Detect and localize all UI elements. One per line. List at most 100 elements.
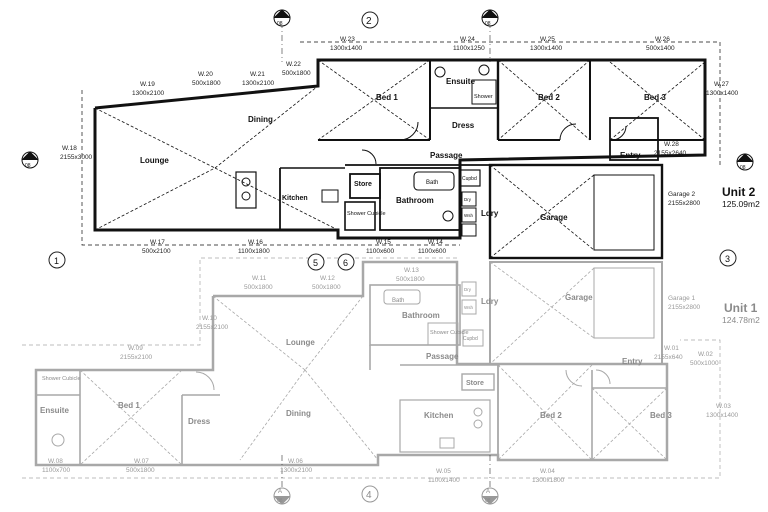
room-label: Shower Cubicle <box>430 330 469 336</box>
unit-2-roof-diagonal <box>214 167 339 231</box>
room-label: Wsh <box>464 213 473 218</box>
unit-2-laundry-dry <box>461 191 477 207</box>
grid-marker-label-3: 3 <box>725 254 730 264</box>
section-marker-sheet: 08 <box>485 498 491 504</box>
section-marker-letter: A <box>486 13 490 19</box>
unit-2-plan <box>81 41 721 260</box>
unit-2-area: 125.09m2 <box>722 199 760 209</box>
room-label: Bed 1 <box>118 401 140 410</box>
window-size: 1300x1400 <box>530 45 563 52</box>
unit-2-dimension-line <box>300 41 721 165</box>
window-id: W.15 <box>376 239 391 246</box>
window-size: 500x1800 <box>126 467 155 474</box>
unit-2-dimension-line <box>81 90 460 246</box>
unit-1-plan <box>22 257 721 479</box>
unit-1-door-swing <box>565 369 583 387</box>
unit-1-roof-diagonal <box>212 295 306 371</box>
section-marker-top-right <box>481 9 499 27</box>
unit-2-door-swing <box>399 121 419 141</box>
window-id: W.07 <box>134 458 149 465</box>
room-label: Garage <box>565 293 593 302</box>
unit-1-roof-diagonal <box>304 295 364 371</box>
unit-2-hotplate <box>241 191 251 201</box>
window-size: 500x1800 <box>396 276 425 283</box>
room-label: Entry <box>620 151 641 160</box>
room-label: Ldry <box>481 209 499 218</box>
unit-2-laundry-wsh <box>461 207 477 223</box>
room-label: Ldry <box>481 297 499 306</box>
section-marker-sheet: 08 <box>277 21 283 27</box>
unit-2-garage-diagonal <box>489 174 595 259</box>
window-id: W.05 <box>436 468 451 475</box>
unit-1-sink <box>439 437 455 449</box>
window-id: W.26 <box>655 36 670 43</box>
unit-1-toilet <box>51 433 65 447</box>
window-id: W.10 <box>202 315 217 322</box>
window-size: 1300x1400 <box>330 45 363 52</box>
window-id: W.25 <box>540 36 555 43</box>
grid-marker-2 <box>361 11 379 29</box>
unit-2-room-labels: Bed 1 Ensuite Shower Dress Bed 2 Bed 3 E… <box>140 77 666 222</box>
room-label: Dining <box>248 115 273 124</box>
unit-1-area: 124.78m2 <box>722 315 760 325</box>
room-label: Bath <box>392 298 404 304</box>
unit-2-door-swing <box>559 123 577 141</box>
unit-2-cupboard <box>459 169 481 187</box>
grid-marker-label-2: 2 <box>366 16 372 27</box>
window-id: W.21 <box>250 71 265 78</box>
unit-2-sink <box>321 189 339 203</box>
window-size: 1100x1400 <box>428 477 460 484</box>
unit-2-door-swing <box>361 149 377 165</box>
window-size: 1300x2100 <box>242 80 275 87</box>
room-label: Kitchen <box>424 411 453 420</box>
unit-2-window-labels: W.23 1300x1400 W.24 1100x1250 W.25 1300x… <box>60 36 739 255</box>
window-id: W.03 <box>716 403 731 410</box>
unit-2-basin <box>478 64 490 76</box>
window-size: 500x1800 <box>282 70 311 77</box>
grid-marker-label-6: 6 <box>343 258 348 268</box>
unit-2-roof-diagonal <box>317 59 431 141</box>
room-label: Bathroom <box>396 196 434 205</box>
unit-1-garage-wall <box>489 261 663 365</box>
unit-1-bathroom-wall <box>369 284 461 346</box>
unit-2-toilet <box>434 66 446 78</box>
unit-1-bath-tub <box>383 289 421 305</box>
unit-1-cupboard <box>462 329 484 347</box>
unit-2-shower-cubicle <box>344 201 376 231</box>
grid-marker-label-5: 5 <box>313 258 318 268</box>
unit-1-laundry-dry <box>461 281 477 297</box>
window-size: 500x1000 <box>690 360 719 367</box>
window-id: W.18 <box>62 145 77 152</box>
window-size: 500x1800 <box>192 80 221 87</box>
room-label: Kitchen <box>282 195 308 202</box>
unit-1-garage-floor <box>593 267 655 339</box>
room-label: Shower <box>474 94 493 100</box>
window-id: W.27 <box>714 81 729 88</box>
unit-2-door-swing <box>611 125 627 141</box>
window-size: 2155x2100 <box>120 354 153 361</box>
unit-1-door-swing <box>595 369 611 385</box>
room-label: Bathroom <box>402 311 440 320</box>
window-id: W.04 <box>540 468 555 475</box>
section-marker-right <box>736 153 754 171</box>
room-label: Store <box>466 380 484 387</box>
grid-marker-label-1: 1 <box>54 256 59 266</box>
unit-2-ensuite-shower <box>471 79 497 105</box>
unit-2-roof-diagonal <box>94 107 216 169</box>
window-size: 2155x2800 <box>668 304 701 311</box>
window-id: W.20 <box>198 71 213 78</box>
room-label: Bed 2 <box>540 411 562 420</box>
window-id: W.28 <box>664 141 679 148</box>
section-marker-letter: A <box>278 489 282 495</box>
window-size: 1100x700 <box>42 467 70 474</box>
window-id: W.02 <box>698 351 713 358</box>
section-marker-letter: A <box>486 489 490 495</box>
room-label: Ensuite <box>40 406 69 415</box>
unit-1-store <box>461 373 495 391</box>
room-label: Dress <box>452 121 475 130</box>
grid-marker-4 <box>361 485 379 503</box>
unit-2-garage-floor <box>593 174 655 251</box>
room-label: Lounge <box>140 156 169 165</box>
unit-1-laundry-wsh <box>461 299 477 315</box>
unit-1-window-labels: W.11 500x1800 W.12 500x1800 W.13 500x180… <box>42 267 739 484</box>
